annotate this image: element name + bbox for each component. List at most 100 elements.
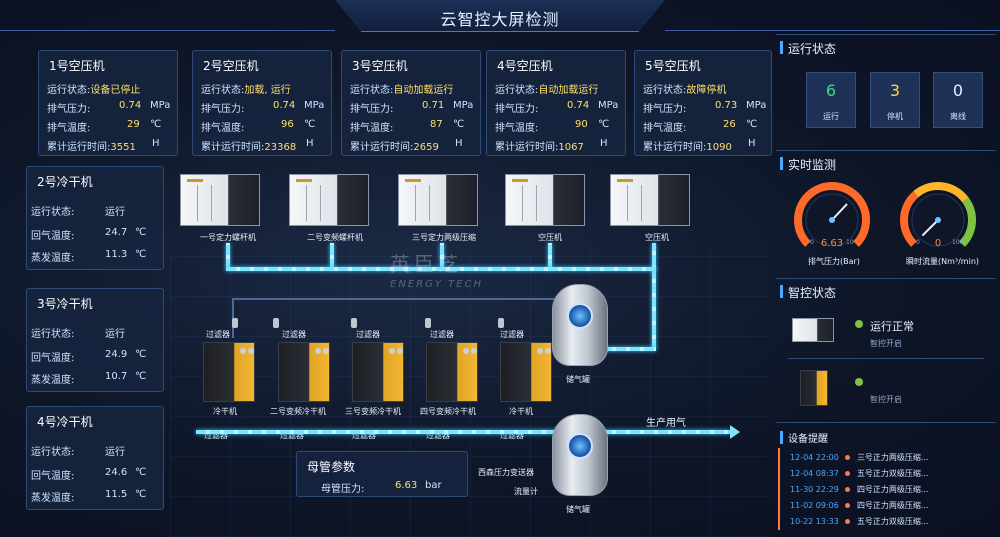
tank-caption-2: 储气罐 xyxy=(566,505,590,514)
gauge-2-label: 瞬时流量(Nm³/min) xyxy=(906,257,980,266)
temp-label: 排气温度: xyxy=(495,123,539,134)
dryer-unit-3[interactable] xyxy=(352,342,404,402)
stat-offline-label: 离线 xyxy=(950,112,966,121)
header-line-right xyxy=(665,30,1000,31)
dryer-unit-2[interactable] xyxy=(278,342,330,402)
filter-caption-bottom-4: 过滤器 xyxy=(426,431,450,440)
dryer-title: 3号冷干机 xyxy=(37,297,93,311)
compressor-unit-1[interactable] xyxy=(180,174,260,226)
evap-temp-label: 蒸发温度: xyxy=(31,375,75,386)
compressor-card-4[interactable]: 4号空压机 运行状态:自动加载运行 排气压力: 0.74 MPa 排气温度: 9… xyxy=(486,50,626,156)
alert-item[interactable]: 12-04 22:00 三号正力两级压缩... xyxy=(790,452,929,463)
dryer-card-4[interactable]: 4号冷干机 运行状态: 运行 回气温度: 24.6 ℃ 蒸发温度: 11.5 ℃ xyxy=(26,406,164,510)
stat-stopped-label: 停机 xyxy=(887,112,903,121)
dryer-caption-5: 冷干机 xyxy=(509,407,533,416)
gauge-arc-segment xyxy=(959,197,976,247)
alert-item[interactable]: 11-02 09:06 四号正力两级压缩... xyxy=(790,500,929,511)
pressure-label: 排气压力: xyxy=(495,104,539,115)
title-plate xyxy=(335,0,665,32)
stat-running[interactable]: 6 运行 xyxy=(806,72,856,128)
smart-panel: 智控状态 xyxy=(776,278,996,420)
pipe-to-tank xyxy=(602,347,656,351)
return-temp-label: 回气温度: xyxy=(31,471,75,482)
compressor-title: 5号空压机 xyxy=(645,59,701,73)
pipe-header-top xyxy=(226,267,656,271)
alert-item[interactable]: 10-22 13:33 五号正力双级压缩... xyxy=(790,516,929,527)
dryer-unit-1[interactable] xyxy=(203,342,255,402)
brand-watermark: 英臣芝 ENERGY TECH xyxy=(390,248,483,290)
panel-marker xyxy=(780,41,783,54)
pressure-row: 排气压力: 0.74 MPa xyxy=(47,100,170,115)
compressor-unit-2[interactable] xyxy=(289,174,369,226)
compressor-unit-4[interactable] xyxy=(505,174,585,226)
compressor-unit-3[interactable] xyxy=(398,174,478,226)
alert-dot-icon xyxy=(845,487,851,492)
filter-top-2 xyxy=(273,318,279,328)
temp-label: 排气温度: xyxy=(350,123,394,134)
pipe-main-bottom xyxy=(196,430,730,434)
pressure-unit: MPa xyxy=(150,100,171,111)
dryer-unit-5[interactable] xyxy=(500,342,552,402)
temp-value: 26 xyxy=(723,119,736,130)
air-tank-1[interactable] xyxy=(552,284,608,366)
alert-time: 12-04 08:37 xyxy=(790,469,839,478)
runtime-value: 23368 xyxy=(264,142,297,153)
runtime-row: 累计运行时间:23368 H xyxy=(201,138,314,153)
filter-top-4 xyxy=(425,318,431,328)
pressure-label: 排气压力: xyxy=(47,104,91,115)
compressor-card-2[interactable]: 2号空压机 运行状态:加载, 运行 排气压力: 0.74 MPa 排气温度: 9… xyxy=(192,50,332,156)
dryer-card-3[interactable]: 3号冷干机 运行状态: 运行 回气温度: 24.9 ℃ 蒸发温度: 10.7 ℃ xyxy=(26,288,164,392)
compressor-unit-5[interactable] xyxy=(610,174,690,226)
status-label: 运行状态: xyxy=(201,85,245,96)
alerts-timeline xyxy=(778,448,780,530)
pressure-value: 0.74 xyxy=(119,100,142,111)
compressor-card-5[interactable]: 5号空压机 运行状态:故障停机 排气压力: 0.73 MPa 排气温度: 26 … xyxy=(634,50,772,156)
alert-text: 三号正力两级压缩... xyxy=(856,453,929,462)
dryer-card-2[interactable]: 2号冷干机 运行状态: 运行 回气温度: 24.7 ℃ 蒸发温度: 11.3 ℃ xyxy=(26,166,164,270)
pressure-unit: MPa xyxy=(598,100,619,111)
runtime-unit: H xyxy=(748,138,756,149)
gauge-1-label: 排气压力(Bar) xyxy=(808,257,860,266)
alert-item[interactable]: 11-30 22:29 四号正力两级压缩... xyxy=(790,484,929,495)
temp-row: 排气温度: 96 ℃ xyxy=(201,119,315,134)
status-row: 运行状态: 运行 xyxy=(31,203,125,218)
pipe-drop-2 xyxy=(330,243,334,269)
status-value: 加载, 运行 xyxy=(244,85,291,96)
pressure-value: 0.73 xyxy=(715,100,738,111)
stat-stopped[interactable]: 3 停机 xyxy=(870,72,920,128)
filter-caption-top-2: 过滤器 xyxy=(282,330,306,339)
alert-time: 11-02 09:06 xyxy=(790,501,839,510)
main-pipe-card: 母管参数 母管压力: 6.63 bar xyxy=(296,451,468,497)
runtime-row: 累计运行时间:1067 H xyxy=(495,138,608,153)
panel-marker xyxy=(780,157,783,170)
stat-running-value: 6 xyxy=(825,81,837,100)
gauge-arc-segment xyxy=(807,182,863,203)
smart-title: 智控状态 xyxy=(788,286,837,300)
evap-temp-unit: ℃ xyxy=(135,489,147,500)
filter-top-5 xyxy=(498,318,504,328)
main-pipe-pressure-unit: bar xyxy=(425,480,442,491)
tank-logo-icon xyxy=(567,433,593,459)
pressure-label: 排气压力: xyxy=(643,104,687,115)
tank-logo-icon xyxy=(567,303,593,329)
runtime-label: 累计运行时间: xyxy=(495,142,559,153)
runtime-row: 累计运行时间:2659 H xyxy=(350,138,463,153)
dryer-unit-4[interactable] xyxy=(426,342,478,402)
compressor-title: 2号空压机 xyxy=(203,59,259,73)
compressor-card-3[interactable]: 3号空压机 运行状态:自动加载运行 排气压力: 0.71 MPa 排气温度: 8… xyxy=(341,50,481,156)
alert-item[interactable]: 12-04 08:37 五号正力双级压缩... xyxy=(790,468,929,479)
stat-offline[interactable]: 0 离线 xyxy=(933,72,983,128)
pressure-unit: MPa xyxy=(304,100,325,111)
compressor-caption-1: 一号定力螺杆机 xyxy=(200,233,256,242)
stat-offline-value: 0 xyxy=(952,81,964,100)
temp-row: 排气温度: 29 ℃ xyxy=(47,119,161,134)
air-tank-2[interactable] xyxy=(552,414,608,496)
compressor-card-1[interactable]: 1号空压机 运行状态:设备已停止 排气压力: 0.74 MPa 排气温度: 29… xyxy=(38,50,178,156)
alert-time: 10-22 13:33 xyxy=(790,517,839,526)
status-value: 运行 xyxy=(105,207,125,218)
filter-top-3 xyxy=(351,318,357,328)
temp-value: 87 xyxy=(430,119,443,130)
gauge-needle xyxy=(921,219,939,237)
return-temp-row: 回气温度: 24.7 ℃ xyxy=(31,227,146,242)
smart-sub-1: 智控开启 xyxy=(870,339,902,348)
